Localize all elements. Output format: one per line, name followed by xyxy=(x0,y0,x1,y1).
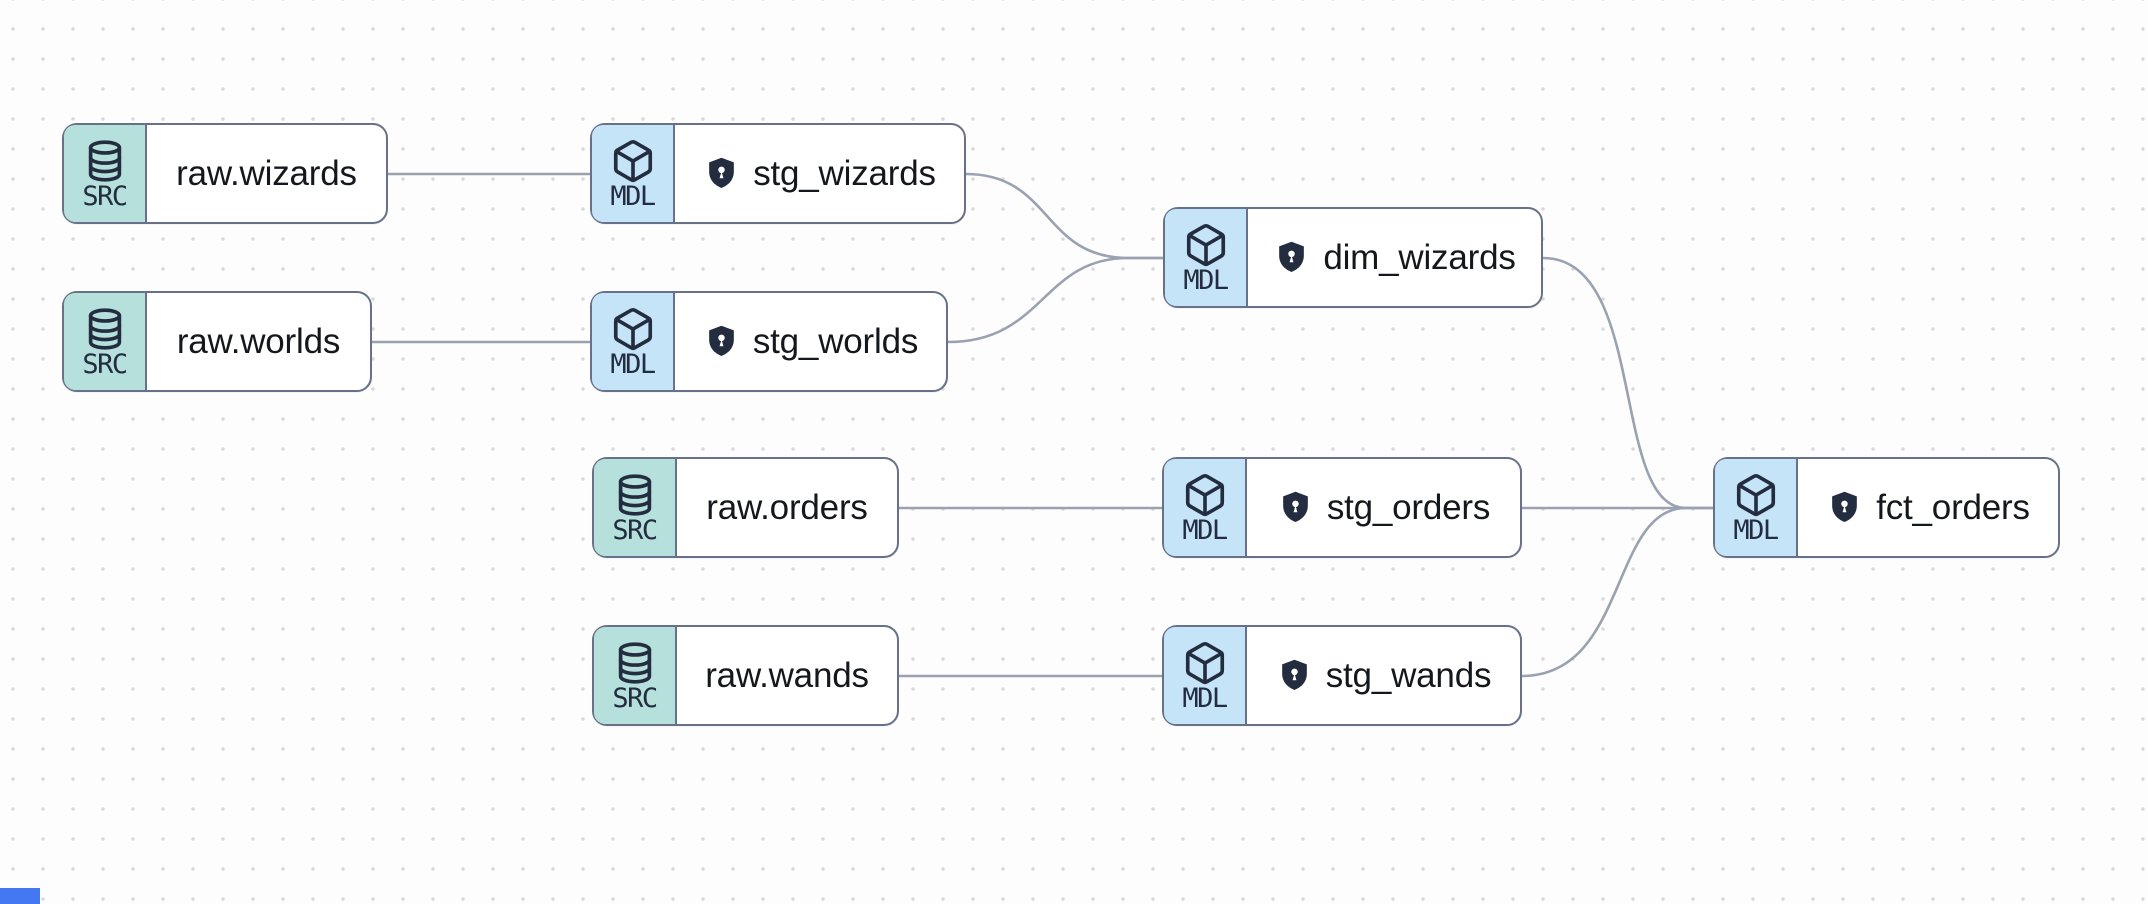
node-kind-label: MDL xyxy=(610,348,656,380)
node-raw-worlds[interactable]: SRC raw.worlds xyxy=(62,291,372,392)
node-title: stg_wizards xyxy=(753,153,936,193)
node-title: stg_orders xyxy=(1326,487,1491,527)
node-title: stg_worlds xyxy=(752,321,919,361)
viewport-control-fragment[interactable] xyxy=(0,888,40,904)
cube-icon xyxy=(1186,223,1225,266)
cube-icon xyxy=(613,139,652,182)
node-kind-label: SRC xyxy=(612,514,658,546)
edge-dim-wizards-fct-orders xyxy=(1541,256,1715,510)
node-title: raw.worlds xyxy=(176,321,341,361)
source-node-type-panel: SRC xyxy=(64,125,147,222)
cube-icon xyxy=(1736,473,1775,516)
database-icon xyxy=(88,139,121,182)
model-node-type-panel: MDL xyxy=(1165,209,1248,306)
node-body: raw.wizards xyxy=(147,125,386,222)
node-kind-label: SRC xyxy=(82,180,128,212)
node-body: stg_wizards xyxy=(675,125,964,222)
node-stg-wizards[interactable]: MDL stg_wizards xyxy=(590,123,966,224)
node-title: fct_orders xyxy=(1876,487,2030,527)
model-node-type-panel: MDL xyxy=(1715,459,1798,556)
cube-icon xyxy=(613,307,652,350)
node-kind-label: MDL xyxy=(610,180,656,212)
database-icon xyxy=(618,473,651,516)
node-body: raw.worlds xyxy=(147,293,370,390)
edge-stg-wizards-dim-wizards xyxy=(964,172,1165,260)
node-body: dim_wizards xyxy=(1248,209,1541,306)
shield-lock-icon xyxy=(1279,241,1305,272)
node-dim-wizards[interactable]: MDL dim_wizards xyxy=(1163,207,1543,308)
node-body: raw.orders xyxy=(677,459,897,556)
node-kind-label: SRC xyxy=(82,348,128,380)
shield-lock-icon xyxy=(709,325,734,356)
model-node-type-panel: MDL xyxy=(592,125,675,222)
model-node-type-panel: MDL xyxy=(1164,627,1247,724)
shield-lock-icon xyxy=(1281,659,1307,690)
node-title: raw.wands xyxy=(705,655,869,695)
node-kind-label: MDL xyxy=(1733,514,1779,546)
node-raw-orders[interactable]: SRC raw.orders xyxy=(592,457,899,558)
node-title: dim_wizards xyxy=(1323,237,1516,277)
cube-icon xyxy=(1185,473,1224,516)
cube-icon xyxy=(1185,641,1224,684)
shield-lock-icon xyxy=(1282,491,1308,522)
node-stg-wands[interactable]: MDL stg_wands xyxy=(1162,625,1522,726)
edge-stg-worlds-dim-wizards xyxy=(946,256,1165,344)
database-icon xyxy=(618,641,651,684)
node-fct-orders[interactable]: MDL fct_orders xyxy=(1713,457,2060,558)
node-stg-orders[interactable]: MDL stg_orders xyxy=(1162,457,1522,558)
source-node-type-panel: SRC xyxy=(64,293,147,390)
node-kind-label: MDL xyxy=(1183,264,1229,296)
source-node-type-panel: SRC xyxy=(594,459,677,556)
database-icon xyxy=(88,307,121,350)
shield-lock-icon xyxy=(709,157,735,188)
shield-lock-icon xyxy=(1832,491,1858,522)
node-body: stg_worlds xyxy=(675,293,946,390)
node-kind-label: MDL xyxy=(1182,682,1228,714)
node-title: raw.wizards xyxy=(176,153,357,193)
node-body: stg_wands xyxy=(1247,627,1520,724)
node-title: raw.orders xyxy=(706,487,868,527)
source-node-type-panel: SRC xyxy=(594,627,677,724)
node-raw-wands[interactable]: SRC raw.wands xyxy=(592,625,899,726)
node-title: stg_wands xyxy=(1325,655,1492,695)
node-body: raw.wands xyxy=(677,627,897,724)
node-body: fct_orders xyxy=(1798,459,2058,556)
node-raw-wizards[interactable]: SRC raw.wizards xyxy=(62,123,388,224)
model-node-type-panel: MDL xyxy=(1164,459,1247,556)
model-node-type-panel: MDL xyxy=(592,293,675,390)
node-kind-label: SRC xyxy=(612,682,658,714)
node-stg-worlds[interactable]: MDL stg_worlds xyxy=(590,291,948,392)
node-kind-label: MDL xyxy=(1182,514,1228,546)
edge-stg-wands-fct-orders xyxy=(1520,506,1715,678)
node-body: stg_orders xyxy=(1247,459,1520,556)
